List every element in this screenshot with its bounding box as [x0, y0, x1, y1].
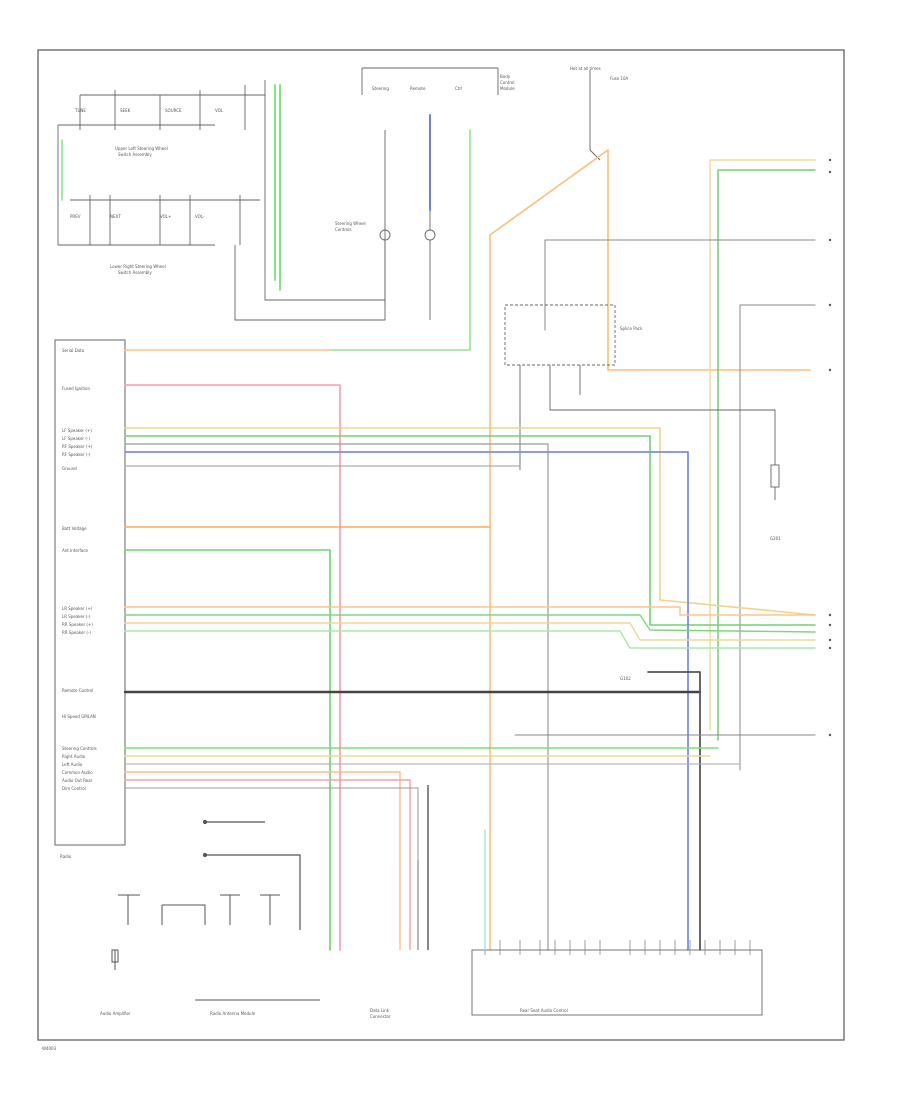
bottom-left-labels: Audio Amplifier Radio Antenna Module Dat…: [100, 1008, 568, 1019]
steering-wheel-switch-section: [57, 80, 386, 321]
wire-dark-hispeed: [647, 671, 701, 951]
svg-text:RF Speaker (-): RF Speaker (-): [62, 452, 91, 457]
svg-text:Module: Module: [500, 86, 515, 91]
svg-text:Splice Pack: Splice Pack: [620, 326, 643, 331]
wire-lt-green-top: [329, 129, 471, 351]
splice-pack: Splice Pack G201: [504, 304, 781, 541]
wire-dkgreen-lr: [124, 614, 816, 633]
svg-text:Body: Body: [500, 74, 511, 79]
wire-lt-green-steering: [274, 84, 281, 291]
svg-text:Hot at all times: Hot at all times: [570, 66, 601, 71]
svg-text:Steering: Steering: [372, 86, 389, 91]
svg-text:SOURCE: SOURCE: [165, 108, 182, 113]
svg-text:Audio Out Rear: Audio Out Rear: [62, 778, 93, 783]
svg-text:Data Link: Data Link: [370, 1008, 390, 1013]
svg-text:RR Speaker (-): RR Speaker (-): [62, 630, 91, 635]
rear-seat-audio-box: [471, 949, 763, 1016]
svg-text:RR Speaker (+): RR Speaker (+): [62, 622, 93, 627]
svg-text:Batt Voltage: Batt Voltage: [62, 526, 87, 531]
svg-text:VOL-: VOL-: [195, 214, 205, 219]
svg-text:Switch Assembly: Switch Assembly: [118, 270, 152, 275]
svg-text:Control: Control: [500, 80, 514, 85]
wire-tan-rr: [124, 622, 816, 641]
wire-dkgreen-ant: [124, 549, 331, 951]
svg-text:TUNE: TUNE: [74, 108, 86, 113]
svg-text:Fuse 10A: Fuse 10A: [610, 76, 629, 81]
svg-text:Remote: Remote: [410, 86, 426, 91]
svg-text:Ground: Ground: [62, 466, 77, 471]
right-edge-markers: [828, 158, 832, 737]
svg-text:Serial Data: Serial Data: [62, 348, 85, 353]
svg-text:LF Speaker (-): LF Speaker (-): [62, 436, 90, 441]
wire-gray-dim2: [124, 787, 419, 861]
svg-text:Ctrl: Ctrl: [455, 86, 462, 91]
svg-text:Hi Speed GMLAN: Hi Speed GMLAN: [62, 714, 96, 719]
svg-text:VOL+: VOL+: [160, 214, 171, 219]
svg-text:Steering Controls: Steering Controls: [62, 746, 97, 751]
svg-text:Left Audio: Left Audio: [62, 762, 83, 767]
svg-text:Rear Seat Audio Control: Rear Seat Audio Control: [520, 1008, 568, 1013]
wire-pink-dim: [124, 779, 411, 861]
dlc-wires: [399, 785, 429, 950]
svg-text:NEXT: NEXT: [110, 214, 121, 219]
wire-orange-fuse: [489, 149, 811, 951]
steering-wheel-labels: Upper Left Steering Wheel Switch Assembl…: [70, 108, 224, 275]
svg-text:Remote Control: Remote Control: [62, 688, 93, 693]
fuse-block: Hot at all times Fuse 10A: [570, 66, 629, 161]
svg-text:SEEK: SEEK: [120, 108, 131, 113]
antenna-connectors: [202, 819, 301, 930]
svg-text:G201: G201: [770, 536, 781, 541]
svg-text:Switch Assembly: Switch Assembly: [118, 152, 152, 157]
svg-text:Radio: Radio: [60, 854, 72, 859]
svg-text:Radio Antenna Module: Radio Antenna Module: [210, 1011, 256, 1016]
wire-pink-ignition: [124, 384, 341, 951]
wire-gray-rf: [124, 443, 549, 951]
ground-label: G102: [620, 676, 631, 681]
svg-text:PREV: PREV: [70, 214, 81, 219]
wire-blue-rf: [124, 451, 689, 951]
radio-labels: Serial Data Fused Ignition LF Speaker (+…: [60, 348, 97, 859]
wire-tan-right: [709, 159, 816, 731]
rear-seat-audio-pins: [484, 940, 751, 955]
svg-text:Common Audio: Common Audio: [62, 770, 93, 775]
wire-orange-rear: [124, 771, 401, 861]
radio-block: [54, 339, 126, 846]
svg-text:RF Speaker (+): RF Speaker (+): [62, 444, 93, 449]
svg-text:Steering Wheel: Steering Wheel: [335, 221, 366, 226]
svg-text:Upper Left Steering Wheel: Upper Left Steering Wheel: [115, 146, 168, 151]
wire-gray-right: [544, 239, 816, 771]
diagram-frame: [37, 49, 845, 1041]
bottom-left-connectors: [111, 894, 320, 1001]
svg-text:Connector: Connector: [370, 1014, 391, 1019]
svg-text:LR Speaker (+): LR Speaker (+): [62, 606, 93, 611]
wire-dkgreen-lf: [124, 435, 816, 626]
svg-text:LF Speaker (+): LF Speaker (+): [62, 428, 92, 433]
svg-text:Ant Interface: Ant Interface: [62, 548, 89, 553]
footer-code: W4003: [42, 1046, 57, 1051]
wire-dk-green-right: [717, 169, 816, 741]
svg-text:Audio Amplifier: Audio Amplifier: [100, 1011, 131, 1016]
svg-text:VOL: VOL: [215, 108, 224, 113]
wire-ltgreen-rr: [124, 630, 816, 649]
svg-text:Right Audio: Right Audio: [62, 754, 86, 759]
svg-text:Controls: Controls: [335, 227, 352, 232]
wire-orange-lr: [124, 606, 816, 616]
svg-text:LR Speaker (-): LR Speaker (-): [62, 614, 91, 619]
svg-text:Dim Control: Dim Control: [62, 786, 86, 791]
wire-tan-lf: [124, 427, 816, 616]
svg-text:Lower Right Steering Wheel: Lower Right Steering Wheel: [110, 264, 166, 269]
svg-text:Fused Ignition: Fused Ignition: [62, 386, 90, 391]
